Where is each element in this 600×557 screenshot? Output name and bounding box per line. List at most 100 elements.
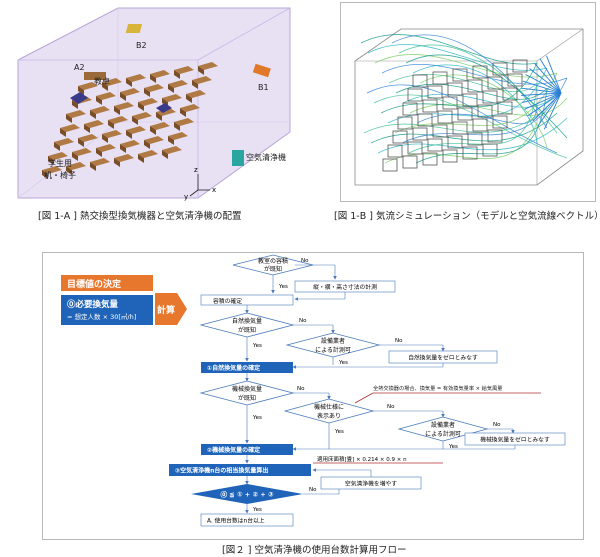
label-a2: A2 xyxy=(74,63,85,72)
airflow-streamline xyxy=(370,112,558,144)
student-desk-side xyxy=(192,80,198,89)
student-desk-side xyxy=(126,130,132,139)
student-desk-side xyxy=(174,70,180,79)
student-desk xyxy=(156,108,176,116)
student-desk xyxy=(126,74,146,82)
decision-contractor-1-l1: 設備業者 xyxy=(321,337,345,345)
student-desk xyxy=(168,80,188,88)
desk-frame xyxy=(472,118,488,132)
airflow-streamline xyxy=(415,87,548,164)
desk-frame xyxy=(402,155,418,169)
decision-spec-label-l1: 機械仕様に xyxy=(314,403,344,411)
student-desk xyxy=(96,92,116,100)
student-desk xyxy=(78,82,98,90)
student-desk-side xyxy=(66,114,72,123)
device-b1 xyxy=(252,63,271,78)
student-desk xyxy=(90,106,110,114)
caption-fig1a: [図 1-A ] 熱交換型換気機器と空気清浄機の配置 xyxy=(38,211,242,222)
airflow-streamline xyxy=(367,44,548,71)
desk-frame xyxy=(492,115,508,129)
airflow-streamline xyxy=(387,67,548,124)
decision-contractor-1-l2: による計測可 xyxy=(315,346,351,354)
student-desk-side xyxy=(144,88,150,97)
student-desk-side xyxy=(90,162,96,171)
desk-frame xyxy=(467,79,483,93)
desk-frame xyxy=(427,138,443,152)
desk-frame xyxy=(452,121,468,135)
decision-volume-known-l1: 教室の容積 xyxy=(258,257,288,265)
step-cleaner-equivalent xyxy=(169,464,311,476)
decision-natural-known-l1: 自然換気量 xyxy=(232,317,262,325)
student-desk xyxy=(126,126,146,134)
student-desk-side xyxy=(150,74,156,83)
student-desk-side xyxy=(114,158,120,167)
desk-frame xyxy=(412,127,428,141)
airflow-vector xyxy=(533,62,562,94)
airflow-streamline xyxy=(401,77,568,144)
student-desk xyxy=(186,90,206,98)
formula-note: 適用床面積[畳] × 0.214 × 0.9 × n xyxy=(317,455,407,463)
student-desk xyxy=(108,116,128,124)
desk-frame xyxy=(487,129,503,143)
label-yes-7: Yes xyxy=(252,507,262,513)
airflow-streamlines xyxy=(360,34,568,164)
desk-frame xyxy=(487,76,503,90)
desk-frame xyxy=(452,68,468,82)
room-outline xyxy=(354,28,584,186)
airflow-vector xyxy=(532,92,562,122)
student-desk xyxy=(132,112,152,120)
student-desk xyxy=(114,102,134,110)
desk-frame xyxy=(472,65,488,79)
desk-frame xyxy=(477,104,493,118)
room-edge xyxy=(197,7,291,61)
student-desk xyxy=(150,122,170,130)
desk-frame xyxy=(427,85,443,99)
student-desk-side xyxy=(72,152,78,161)
airflow-vector xyxy=(537,92,562,127)
student-desk-side xyxy=(168,136,174,145)
room-edge xyxy=(536,28,584,62)
student-desk xyxy=(42,166,62,174)
airflow-vector xyxy=(527,92,562,116)
device-b2 xyxy=(125,24,143,33)
desk-frame xyxy=(382,158,398,172)
airflow-streamline xyxy=(405,54,568,139)
student-desk xyxy=(90,158,110,166)
student-desk-side xyxy=(42,170,48,179)
label-b1: B1 xyxy=(258,83,269,92)
box-mechanical-zero-text: 機械換気量をゼロとみなす xyxy=(480,436,550,444)
student-desk xyxy=(48,152,68,160)
student-desk xyxy=(138,98,158,106)
desk-frame xyxy=(482,90,498,104)
desk-frame xyxy=(447,135,463,149)
airflow-streamline xyxy=(377,117,568,154)
student-desk xyxy=(66,110,86,118)
student-desk-side xyxy=(168,84,174,93)
axis-y-line xyxy=(189,189,199,197)
goal-header-text: 目標値の決定 xyxy=(67,278,122,290)
airflow-streamline xyxy=(373,94,568,159)
desk-frame xyxy=(497,101,513,115)
goal-header xyxy=(61,275,153,291)
student-desk xyxy=(174,118,194,126)
figure-1a-illustration: B2 A2 B1 教卓 空気清浄機 学生用 机・椅子 z x y xyxy=(17,7,291,201)
student-desk xyxy=(114,154,134,162)
desk-frame xyxy=(442,96,458,110)
box-volume-confirmed-text: 容積の確定 xyxy=(213,297,242,305)
airflow-vector xyxy=(543,92,562,130)
desk-frame xyxy=(422,99,438,113)
decision-natural-known-l2: が既知 xyxy=(238,326,256,334)
label-no-1: No xyxy=(301,258,309,264)
label-yes-1: Yes xyxy=(278,284,288,290)
desk-frames xyxy=(382,59,528,172)
student-desk-side xyxy=(198,66,204,75)
decision-spec-label-l2: 表示あり xyxy=(317,412,341,420)
student-desk-side xyxy=(54,142,60,151)
student-desk xyxy=(162,146,182,154)
airflow-streamline xyxy=(384,122,538,164)
student-desk-side xyxy=(132,116,138,125)
student-desk xyxy=(72,148,92,156)
student-desk-side xyxy=(78,138,84,147)
student-desk-side xyxy=(174,122,180,131)
desk-frame xyxy=(467,132,483,146)
